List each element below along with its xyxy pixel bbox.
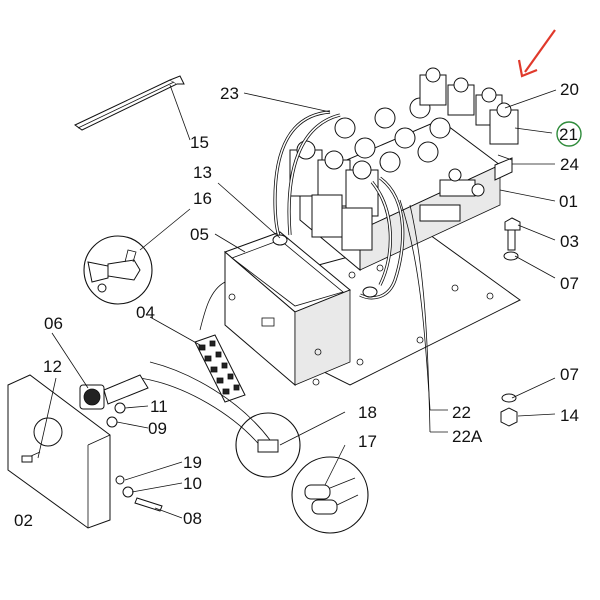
callout-19: 19 [183, 453, 202, 472]
callout-09: 09 [148, 419, 167, 438]
callout-22a: 22A [452, 427, 483, 446]
callout-01: 01 [559, 192, 578, 211]
solenoid-valve-stack [289, 67, 519, 251]
callout-02: 02 [14, 511, 33, 530]
cable-tie-part-15 [74, 75, 185, 131]
callout-13: 13 [193, 163, 212, 182]
callout-23: 23 [220, 84, 239, 103]
callout-12: 12 [43, 357, 62, 376]
callout-15: 15 [190, 133, 209, 152]
callout-14: 14 [560, 406, 579, 425]
callout-07-lower: 07 [560, 365, 579, 384]
callout-04: 04 [136, 303, 155, 322]
grommet-part-13 [272, 234, 378, 298]
callout-22: 22 [452, 403, 471, 422]
callout-24: 24 [560, 155, 579, 174]
leader-lines [37, 84, 557, 519]
callout-21: 21 [559, 125, 578, 144]
detail-circle-part-16 [83, 235, 153, 305]
callout-17: 17 [358, 432, 377, 451]
red-pointer-arrow-icon [517, 29, 556, 78]
callout-18: 18 [358, 403, 377, 422]
cover-panel-part-02 [7, 374, 111, 529]
highlight-circle-21 [556, 121, 582, 147]
callout-05: 05 [190, 225, 209, 244]
detail-circle-part-17 [291, 456, 369, 534]
connector-part-06 [79, 374, 149, 410]
detail-circle-part-18 [235, 412, 301, 478]
callout-03: 03 [560, 232, 579, 251]
callout-10: 10 [183, 474, 202, 493]
callout-20: 20 [560, 80, 579, 99]
callout-06: 06 [44, 314, 63, 333]
callout-16: 16 [193, 189, 212, 208]
callout-11: 11 [150, 397, 168, 416]
terminal-strip-part-04 [194, 334, 246, 403]
callout-08: 08 [183, 509, 202, 528]
enclosure-box-part-05 [224, 231, 351, 387]
callout-07-upper: 07 [560, 274, 579, 293]
hydraulic-hoses [139, 110, 431, 449]
